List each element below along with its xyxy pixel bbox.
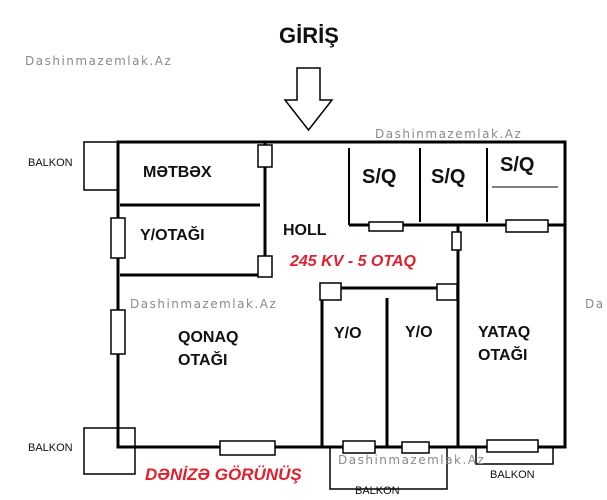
room-bath-2: S/Q bbox=[431, 166, 465, 188]
balcony-top-left bbox=[83, 141, 119, 191]
watermark: Dashinmazemlak.Az bbox=[25, 54, 172, 68]
room-bedroom-small-2: Y/O bbox=[405, 324, 433, 341]
room-living-line1: QONAQ bbox=[178, 329, 238, 346]
area-label: 245 KV - 5 OTAQ bbox=[289, 253, 417, 270]
balcony-bottom-left bbox=[83, 427, 136, 475]
watermark: Dashinmazemlak.Az bbox=[375, 127, 522, 141]
doors-windows bbox=[110, 144, 549, 456]
room-bedroom-small-1: Y/O bbox=[334, 325, 362, 342]
inner-walls bbox=[120, 142, 565, 447]
room-bath-1: S/Q bbox=[362, 166, 396, 188]
sea-view-label: DƏNİZƏ GÖRÜNÜŞ bbox=[145, 465, 302, 484]
watermark: Dashinmazemlak.Az bbox=[130, 297, 277, 311]
room-bath-3: S/Q bbox=[500, 154, 534, 176]
balcony-label: BALKON bbox=[355, 485, 400, 497]
balcony-label: BALKON bbox=[28, 442, 73, 454]
balcony-label: BALKON bbox=[490, 469, 535, 481]
room-living-line2: OTAĞI bbox=[178, 350, 227, 369]
watermark: Da bbox=[585, 297, 605, 311]
outer-wall bbox=[116, 140, 567, 449]
balcony-bottom-middle bbox=[329, 446, 448, 490]
room-hall: HOLL bbox=[283, 222, 327, 239]
room-small: Y/OTAĞI bbox=[140, 225, 205, 244]
entrance-arrow-icon bbox=[283, 67, 334, 132]
watermark: Dashinmazemlak.Az bbox=[338, 453, 485, 467]
room-bedroom-line2: OTAĞI bbox=[478, 345, 527, 364]
room-kitchen: MƏTBƏX bbox=[143, 164, 212, 181]
room-bedroom-line1: YATAQ bbox=[478, 324, 530, 341]
balcony-label: BALKON bbox=[28, 157, 73, 169]
entrance-title: GİRİŞ bbox=[279, 23, 339, 48]
